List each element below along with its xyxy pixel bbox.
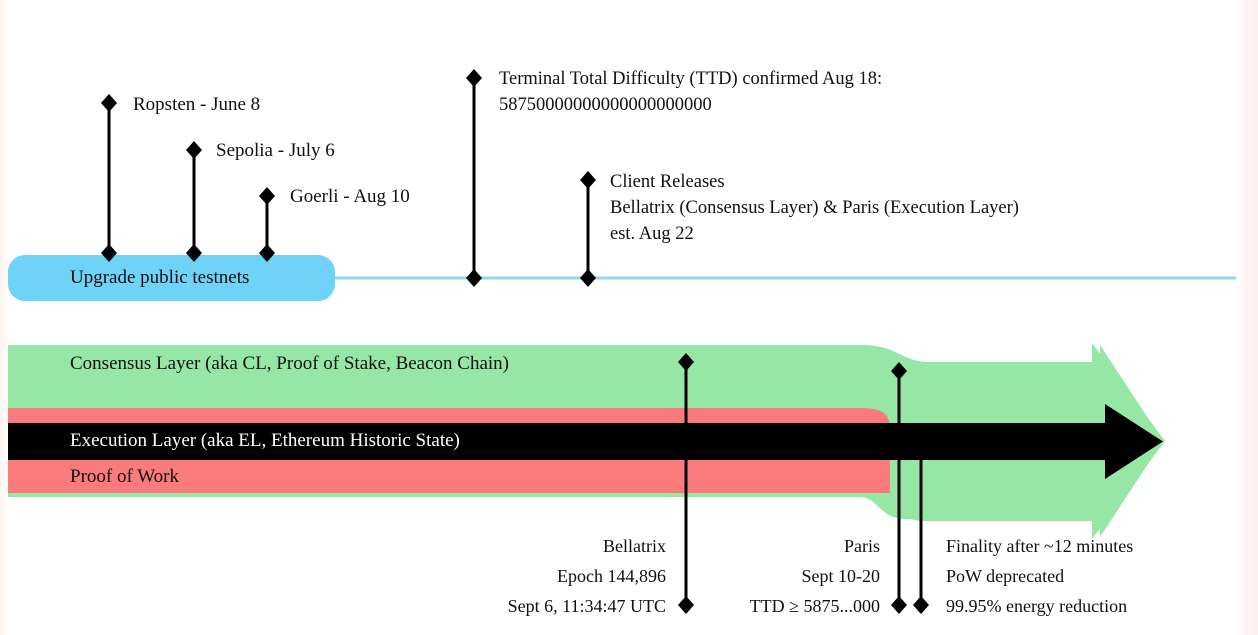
footnote-bellatrix-line3: Sept 6, 11:34:47 UTC xyxy=(507,596,666,616)
paris-marker-bottom xyxy=(891,596,907,614)
page-right-margin xyxy=(1236,0,1258,635)
ropsten-marker-top xyxy=(101,94,117,112)
footnote-paris-line1: Paris xyxy=(844,536,880,556)
bar-label-consensus-layer: Consensus Layer (aka CL, Proof of Stake,… xyxy=(70,353,510,374)
bar-label-proof-of-work: Proof of Work xyxy=(70,466,179,487)
sepolia-marker-top xyxy=(186,141,202,159)
testnets-bar xyxy=(8,255,335,301)
footnote-outcome-line1: Finality after ~12 minutes xyxy=(946,536,1134,556)
footnote-paris-line3: TTD ≥ 5875...000 xyxy=(749,596,880,616)
milestone-label-sepolia: Sepolia - July 6 xyxy=(216,140,335,161)
bar-label-execution-layer: Execution Layer (aka EL, Ethereum Histor… xyxy=(70,430,460,451)
ttd-marker-top xyxy=(466,69,482,87)
footnote-bellatrix-line2: Epoch 144,896 xyxy=(557,566,666,586)
outcome-marker-bottom xyxy=(913,596,929,614)
bar-label-testnets: Upgrade public testnets xyxy=(70,267,250,288)
ttd-note-line1: Terminal Total Difficulty (TTD) confirme… xyxy=(499,69,883,89)
client-releases-line2: Bellatrix (Consensus Layer) & Paris (Exe… xyxy=(610,198,1019,218)
page-left-margin xyxy=(0,0,9,635)
ttd-note: Terminal Total Difficulty (TTD) confirme… xyxy=(499,66,882,118)
milestone-label-ropsten: Ropsten - June 8 xyxy=(133,94,261,115)
client-releases-note: Client Releases Bellatrix (Consensus Lay… xyxy=(610,169,1019,247)
bellatrix-marker-bottom xyxy=(678,596,694,614)
milestone-label-goerli: Goerli - Aug 10 xyxy=(290,186,410,207)
client-releases-marker-top xyxy=(580,171,596,189)
footnote-bellatrix: Bellatrix Epoch 144,896 Sept 6, 11:34:47… xyxy=(441,531,666,621)
client-releases-line3: est. Aug 22 xyxy=(610,224,694,244)
client-releases-line1: Client Releases xyxy=(610,172,725,192)
footnote-outcome-line3: 99.95% energy reduction xyxy=(946,596,1128,616)
execution-layer-arrow xyxy=(8,404,1163,479)
footnote-outcome-line2: PoW deprecated xyxy=(946,566,1065,586)
client-releases-marker-bottom xyxy=(580,269,596,287)
goerli-marker-top xyxy=(259,187,275,205)
ttd-note-line2: 58750000000000000000000 xyxy=(499,95,712,115)
ttd-marker-bottom xyxy=(466,269,482,287)
footnote-bellatrix-line1: Bellatrix xyxy=(603,536,666,556)
footnote-paris-line2: Sept 10-20 xyxy=(801,566,881,586)
footnote-outcome: Finality after ~12 minutes PoW deprecate… xyxy=(946,531,1133,621)
footnote-paris: Paris Sept 10-20 TTD ≥ 5875...000 xyxy=(705,531,880,621)
